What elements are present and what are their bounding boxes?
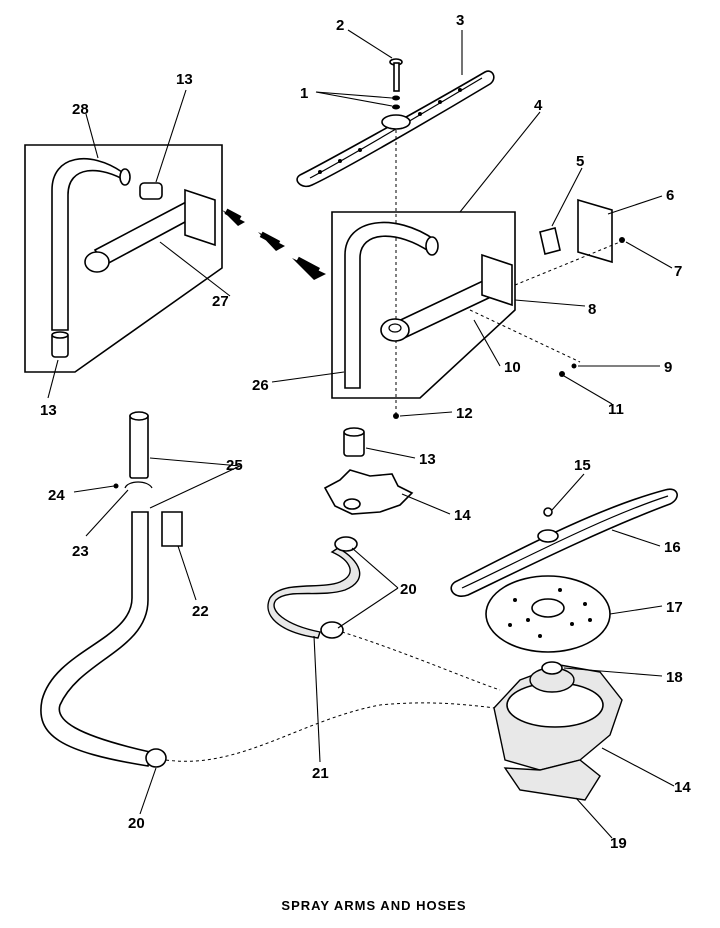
- diagram-title: SPRAY ARMS AND HOSES: [281, 898, 466, 913]
- fill-hose-assembly: [40, 411, 183, 768]
- callout-13-inset-top: 13: [176, 71, 193, 88]
- mounting-plate: [577, 198, 613, 264]
- callout-8: 8: [588, 301, 596, 318]
- callout-14-gasket: 14: [454, 507, 471, 524]
- direction-arrows: [222, 208, 326, 280]
- callout-23: 23: [72, 543, 89, 560]
- callout-26: 26: [252, 377, 269, 394]
- callout-24: 24: [48, 487, 65, 504]
- callout-4: 4: [534, 97, 543, 114]
- callout-6: 6: [666, 187, 674, 204]
- nut-9: [571, 363, 577, 369]
- alternate-spray-tube-inset: [24, 144, 223, 373]
- washer-12: [393, 413, 399, 419]
- spray-arm-washers: [392, 95, 400, 110]
- spray-tube-assembly: [331, 211, 516, 399]
- callout-3: 3: [456, 12, 464, 29]
- callout-10: 10: [504, 359, 521, 376]
- callout-15: 15: [574, 457, 591, 474]
- callout-28: 28: [72, 101, 89, 118]
- callout-13-inset-bottom: 13: [40, 402, 57, 419]
- callout-5: 5: [576, 153, 584, 170]
- callout-12: 12: [456, 405, 473, 422]
- callout-16: 16: [664, 539, 681, 556]
- screw-11: [559, 371, 565, 377]
- callout-numbers: 2 3 1 4 5 6 7 8 9 10 11 12 13 13 13 14 1…: [40, 12, 691, 852]
- callout-18: 18: [666, 669, 683, 686]
- callout-14-pump: 14: [674, 779, 691, 796]
- callout-22: 22: [192, 603, 209, 620]
- callout-13-center: 13: [419, 451, 436, 468]
- callout-17: 17: [666, 599, 683, 616]
- leader-lines: [47, 29, 675, 839]
- grommet: [539, 227, 561, 255]
- callout-11: 11: [608, 401, 624, 418]
- pump-motor-assembly: [493, 661, 623, 801]
- callout-20-left: 20: [128, 815, 145, 832]
- callout-27: 27: [212, 293, 229, 310]
- callout-9: 9: [664, 359, 672, 376]
- upper-spray-arm: [296, 70, 495, 188]
- callout-7: 7: [674, 263, 682, 280]
- plate-nut: [619, 237, 625, 243]
- callout-19: 19: [610, 835, 627, 852]
- lower-spray-arm: [450, 488, 678, 597]
- callout-1: 1: [300, 85, 308, 102]
- tower-gasket: [323, 469, 414, 515]
- pump-hose: [267, 536, 361, 639]
- callout-2: 2: [336, 17, 344, 34]
- callout-25: 25: [226, 457, 243, 474]
- callout-20-hose: 20: [400, 581, 417, 598]
- filter-screen: [485, 575, 611, 653]
- spray-arm-bolt: [389, 58, 403, 92]
- callout-21: 21: [312, 765, 329, 782]
- tube-coupler: [343, 427, 365, 457]
